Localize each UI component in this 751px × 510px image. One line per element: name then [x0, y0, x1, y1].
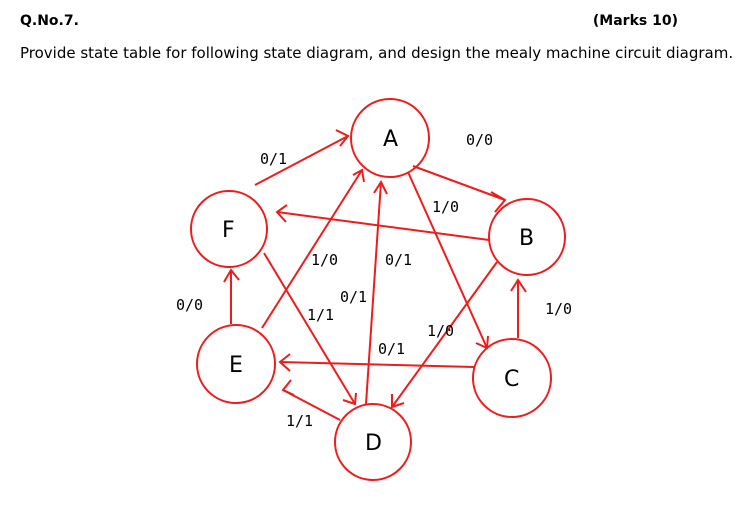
arrowhead-d-a — [373, 179, 388, 195]
edge-label-c-e: 0/1 — [378, 340, 405, 358]
edge-b-d — [391, 261, 498, 408]
edge-f-d — [263, 252, 356, 405]
edge-c-e — [279, 361, 475, 368]
state-d-circle — [334, 403, 412, 481]
state-e-circle — [196, 324, 276, 404]
arrowhead-b-f — [275, 204, 288, 223]
arrowhead-e-a — [352, 168, 365, 183]
arrowhead-e-f — [223, 268, 240, 283]
state-e-label: E — [229, 353, 243, 378]
edge-b-f — [276, 211, 490, 241]
arrowhead-c-e — [278, 353, 291, 372]
question-text: Provide state table for following state … — [20, 44, 734, 62]
marks-label: (Marks 10) — [592, 13, 678, 29]
arrowhead-b-d — [391, 394, 405, 409]
arrowhead-d-e — [281, 379, 295, 396]
edge-a-c — [407, 171, 488, 349]
edge-label-c-b: 1/0 — [545, 300, 572, 318]
state-b-circle — [488, 198, 566, 276]
edge-d-a — [365, 181, 382, 405]
state-d-label: D — [365, 431, 382, 456]
question-number: Q.No.7. — [20, 13, 79, 29]
edge-label-f-d: 1/1 — [307, 306, 334, 324]
edge-e-a — [261, 169, 363, 329]
state-b-label: B — [519, 226, 534, 251]
edge-label-f-d-mid: 0/1 — [340, 288, 367, 306]
edge-f-a — [254, 135, 349, 186]
arrowhead-a-c — [475, 335, 489, 350]
edge-label-e-f: 0/0 — [176, 296, 203, 314]
state-f-label: F — [222, 218, 235, 243]
state-c-circle — [472, 338, 552, 418]
edge-label-a-b: 0/0 — [466, 131, 493, 149]
state-c-label: C — [504, 367, 519, 392]
state-a-label: A — [383, 127, 398, 152]
edge-a-b — [412, 165, 506, 201]
edge-label-a-c: 1/0 — [432, 198, 459, 216]
edge-label-e-a: 1/0 — [311, 251, 338, 269]
edge-label-d-e: 1/1 — [286, 412, 313, 430]
arrowhead-f-a — [335, 129, 350, 147]
arrowhead-f-d — [342, 392, 357, 406]
edge-label-d-a: 0/1 — [385, 251, 412, 269]
state-a-circle — [350, 98, 430, 178]
arrowhead-a-b — [490, 191, 507, 213]
state-f-circle — [190, 190, 268, 268]
edge-label-f-a: 0/1 — [260, 150, 287, 168]
arrowhead-c-b — [510, 278, 527, 293]
edge-label-b-d: 1/0 — [427, 322, 454, 340]
